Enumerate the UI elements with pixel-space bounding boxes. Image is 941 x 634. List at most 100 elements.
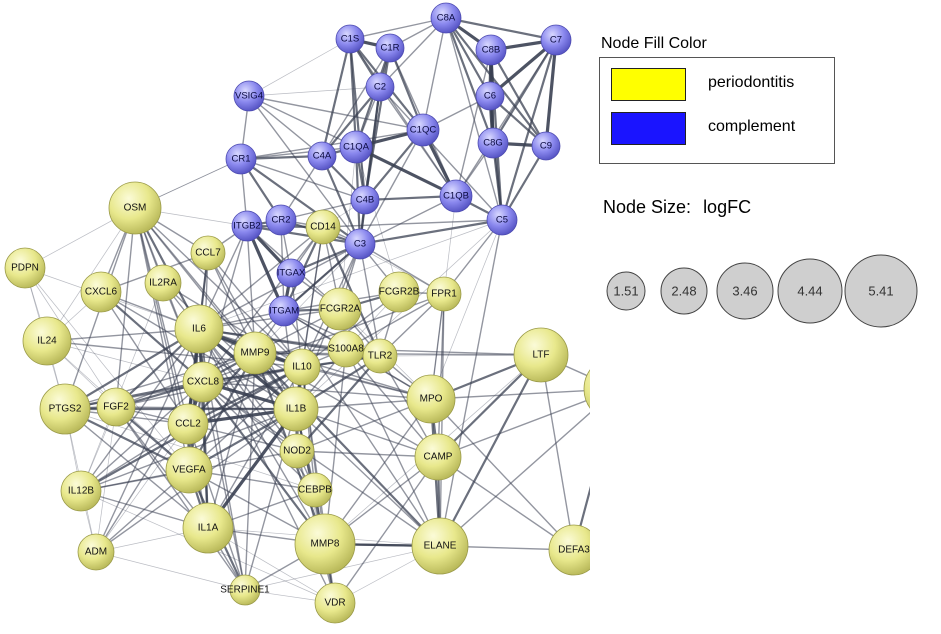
node-adm[interactable]: ADM — [77, 533, 115, 571]
node-itgam[interactable]: ITGAM — [268, 295, 300, 327]
node-circle — [182, 502, 234, 554]
node-c2[interactable]: C2 — [365, 72, 395, 102]
node-fcgr2a[interactable]: FCGR2A — [318, 287, 362, 331]
node-itgax[interactable]: ITGAX — [276, 258, 306, 288]
node-circle — [475, 34, 507, 66]
edge-C8A-C2 — [379, 17, 447, 88]
node-camp[interactable]: CAMP — [414, 433, 462, 481]
node-c8a[interactable]: C8A — [430, 2, 462, 34]
node-c1qa[interactable]: C1QA — [339, 130, 373, 164]
edge-C5-CD14 — [322, 219, 503, 228]
node-circle — [276, 258, 306, 288]
node-vsig4[interactable]: VSIG4 — [233, 80, 265, 112]
node-circle — [108, 181, 162, 235]
node-c9[interactable]: C9 — [531, 131, 561, 161]
node-label: CAMP — [424, 452, 453, 463]
node-il6[interactable]: IL6 — [174, 304, 224, 354]
edge-FGF2-IL1B — [115, 406, 297, 410]
node-c1r[interactable]: C1R — [375, 33, 405, 63]
size-legend-item: 3.46 — [716, 262, 774, 320]
edge-CXCL8-IL12B — [80, 381, 204, 492]
edge-ITGB2-CXCL8 — [202, 225, 248, 383]
node-il10[interactable]: IL10 — [283, 348, 321, 386]
node-cd14[interactable]: CD14 — [305, 209, 341, 245]
node-fcgr2b[interactable]: FCGR2B — [378, 271, 420, 313]
edge-CCL7-IL10 — [207, 252, 303, 368]
node-ccl2[interactable]: CCL2 — [167, 403, 209, 445]
node-cr2[interactable]: CR2 — [265, 204, 297, 236]
edge-DEFA1-CAMP — [437, 398, 590, 458]
node-ptgs2[interactable]: PTGS2 — [39, 383, 91, 435]
node-label: C1QB — [443, 191, 469, 202]
node-cr1[interactable]: CR1 — [225, 143, 257, 175]
node-serpine1[interactable]: SERPINE1 — [220, 574, 270, 606]
node-mpo[interactable]: MPO — [406, 374, 456, 424]
node-defa1[interactable]: DEFA1 — [583, 356, 590, 422]
node-fgf2[interactable]: FGF2 — [96, 387, 136, 427]
node-circle — [283, 348, 321, 386]
node-c1qc[interactable]: C1QC — [406, 113, 440, 147]
node-c3[interactable]: C3 — [344, 228, 376, 260]
node-elane[interactable]: ELANE — [411, 517, 469, 575]
node-defa3[interactable]: DEFA3 — [548, 524, 590, 576]
edge-ITGB2-ITGAM — [245, 225, 286, 312]
edge-C1R-C4A — [321, 47, 391, 157]
edge-C8A-C8G — [444, 17, 495, 144]
node-mmp9[interactable]: MMP9 — [233, 331, 277, 375]
node-c1s[interactable]: C1S — [335, 24, 365, 54]
node-ccl7[interactable]: CCL7 — [190, 235, 226, 271]
size-legend-value: 5.41 — [868, 284, 893, 299]
edge-C1QC-VSIG4 — [248, 95, 424, 131]
node-label: C3 — [354, 239, 366, 250]
node-c4a[interactable]: C4A — [307, 141, 337, 171]
node-circle — [477, 127, 509, 159]
node-c7[interactable]: C7 — [540, 24, 572, 56]
node-vegfa[interactable]: VEGFA — [165, 446, 213, 494]
node-label: IL6 — [192, 324, 206, 335]
node-osm[interactable]: OSM — [108, 181, 162, 235]
edge-FPR1-CAMP — [437, 293, 445, 458]
node-cxcl6[interactable]: CXCL6 — [80, 271, 122, 313]
node-circle — [305, 209, 341, 245]
node-fpr1[interactable]: FPR1 — [426, 276, 462, 312]
node-c6[interactable]: C6 — [475, 81, 505, 111]
node-tlr2[interactable]: TLR2 — [362, 338, 398, 374]
node-circle — [531, 131, 561, 161]
node-c8g[interactable]: C8G — [477, 127, 509, 159]
node-mmp8[interactable]: MMP8 — [294, 513, 356, 575]
node-il1a[interactable]: IL1A — [182, 502, 234, 554]
node-cxcl8[interactable]: CXCL8 — [182, 361, 224, 403]
node-vdr[interactable]: VDR — [314, 582, 356, 624]
node-label: C8A — [437, 13, 456, 24]
node-circle — [225, 143, 257, 175]
node-s100a8[interactable]: S100A8 — [327, 330, 365, 368]
node-cebpb[interactable]: CEBPB — [297, 472, 333, 508]
node-label: C9 — [540, 141, 552, 152]
edge-LTF-DEFA3 — [540, 354, 575, 551]
size-legend-circle — [716, 262, 774, 320]
edge-FPR1-S100A8 — [345, 293, 445, 350]
edge-C4A-C3 — [320, 155, 362, 245]
node-pdpn[interactable]: PDPN — [4, 247, 46, 289]
node-circle — [362, 338, 398, 374]
node-c5[interactable]: C5 — [486, 204, 518, 236]
edge-CD14-IL6 — [198, 226, 324, 330]
edge-LTF-ELANE — [439, 354, 542, 547]
edge-C1QA-VSIG4 — [248, 95, 357, 148]
edge-CAMP-DEFA3 — [437, 456, 575, 551]
node-ltf[interactable]: LTF — [513, 327, 569, 383]
node-il2ra[interactable]: IL2RA — [144, 264, 182, 302]
node-il1b[interactable]: IL1B — [273, 386, 319, 432]
node-il24[interactable]: IL24 — [22, 316, 72, 366]
node-c4b[interactable]: C4B — [350, 185, 380, 215]
node-il12b[interactable]: IL12B — [60, 470, 102, 512]
node-c8b[interactable]: C8B — [475, 34, 507, 66]
node-c1qb[interactable]: C1QB — [439, 179, 473, 213]
edge-CD14-FPR1 — [322, 226, 445, 295]
node-circle — [375, 33, 405, 63]
size-legend-item: 4.44 — [777, 258, 843, 324]
node-circle — [233, 80, 265, 112]
node-itgb2[interactable]: ITGB2 — [231, 210, 263, 242]
node-nod2[interactable]: NOD2 — [279, 433, 315, 469]
